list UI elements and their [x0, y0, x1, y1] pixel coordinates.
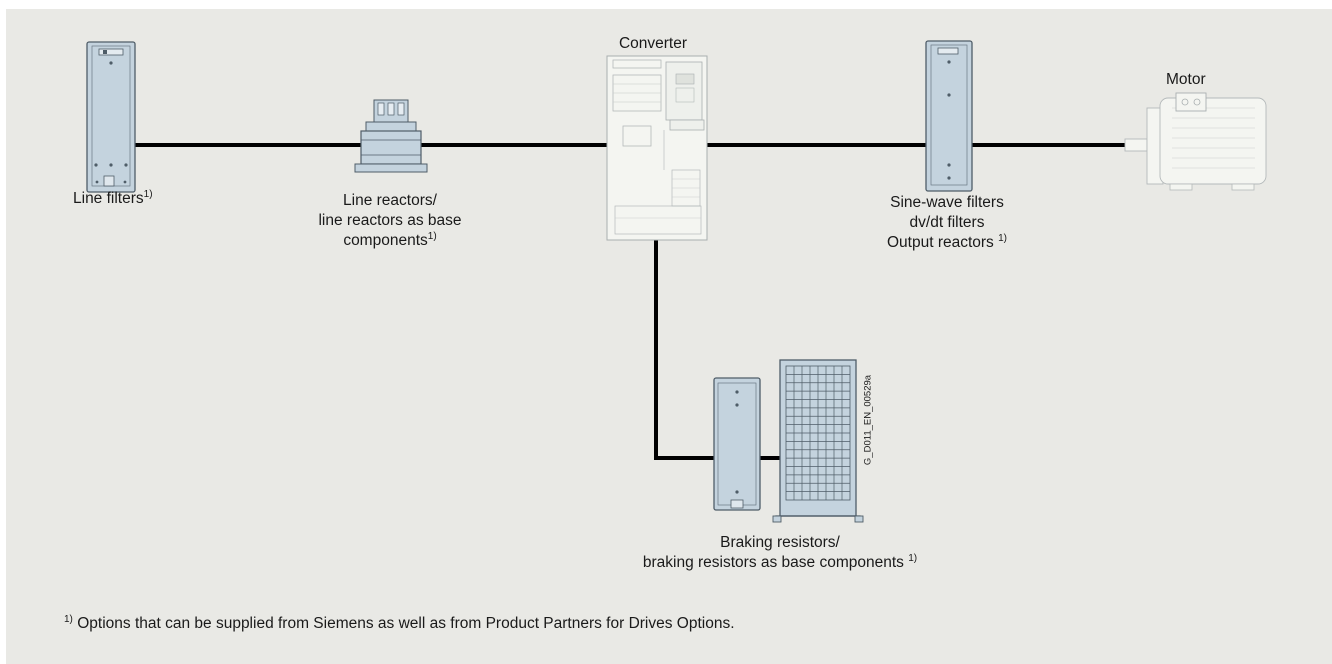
- motor-label: Motor: [1166, 71, 1206, 88]
- sine-wave-filters-label: Sine-wave filters dv/dt filters Output r…: [887, 193, 1007, 253]
- braking-line-1: Braking resistors/: [720, 534, 840, 551]
- footnote-ref: 1): [143, 189, 153, 200]
- footnote-ref: 1): [908, 553, 918, 564]
- line-filters-text: Line filters: [73, 190, 144, 207]
- drawing-id: G_D011_EN_00529a: [862, 374, 874, 466]
- sine-wave-filter-device: [925, 40, 973, 192]
- line-reactors-line-2: line reactors as base: [318, 212, 462, 229]
- converter-label: Converter: [618, 35, 688, 52]
- converter-device: [606, 55, 708, 241]
- line-reactor-device: [354, 99, 428, 173]
- motor-device: [1124, 92, 1267, 191]
- sine-wave-line-1: Sine-wave filters: [890, 194, 1004, 211]
- footnote: 1) Options that can be supplied from Sie…: [64, 614, 735, 633]
- line-filters-label: Line filters1): [73, 189, 153, 208]
- braking-resistors-label: Braking resistors/ braking resistors as …: [643, 533, 917, 573]
- footnote-ref: 1): [998, 233, 1008, 244]
- line-reactors-line-1: Line reactors/: [343, 192, 437, 209]
- footnote-mark: 1): [64, 614, 73, 625]
- braking-line-2: braking resistors as base components 1): [642, 553, 918, 572]
- line-reactors-label: Line reactors/ line reactors as base com…: [318, 191, 461, 251]
- sine-wave-line-2: dv/dt filters: [909, 214, 985, 231]
- footnote-text: Options that can be supplied from Siemen…: [77, 615, 735, 632]
- line-reactors-line-3: components1): [343, 231, 437, 250]
- sine-wave-line-3: Output reactors 1): [886, 233, 1008, 252]
- braking-resistor-small-device: [713, 377, 761, 511]
- braking-resistor-large-device: [772, 359, 864, 523]
- line-filter-device: [86, 41, 136, 193]
- footnote-ref: 1): [427, 231, 437, 242]
